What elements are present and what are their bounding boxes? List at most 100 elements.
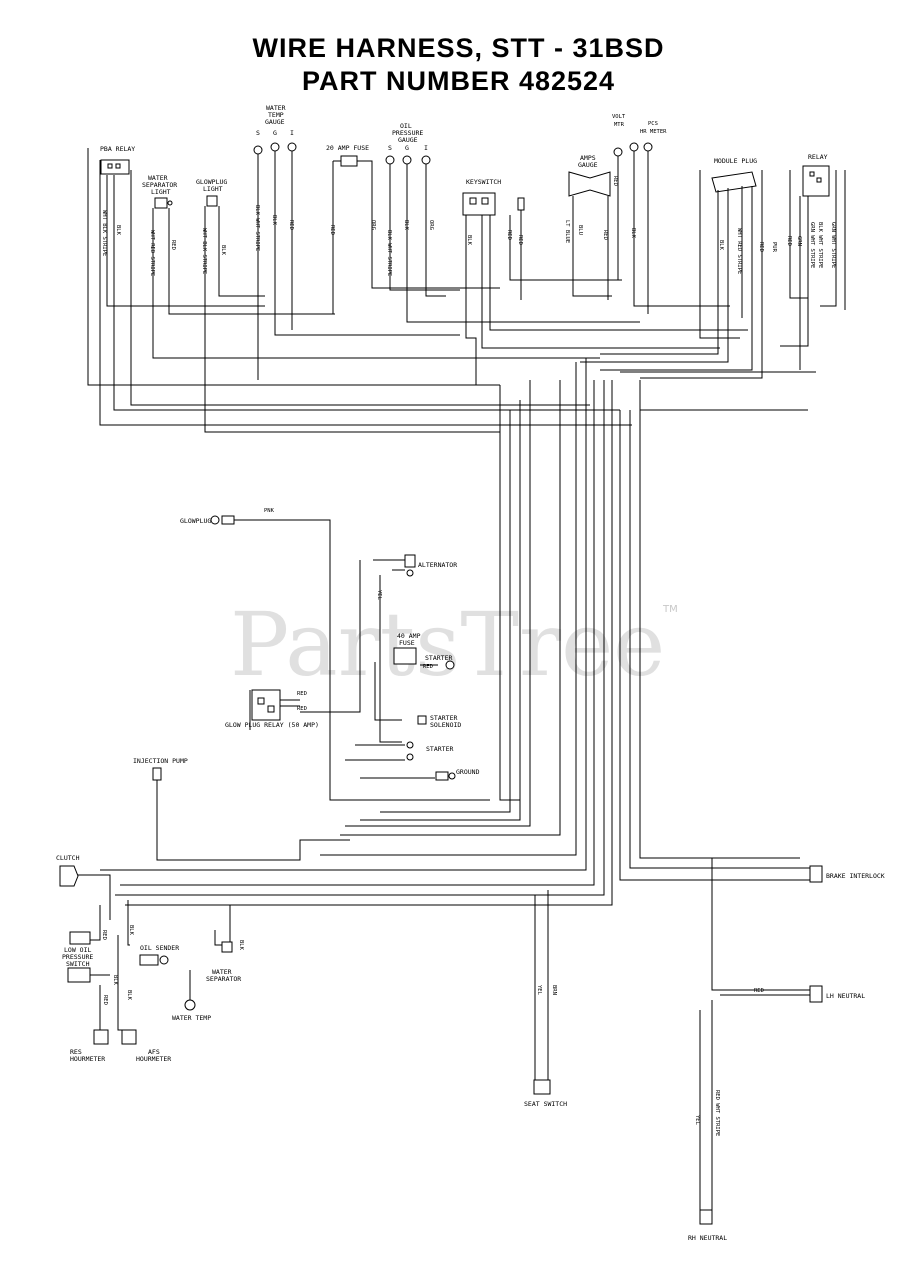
- svg-text:WHT BLK STRIPE: WHT BLK STRIPE: [201, 228, 207, 274]
- svg-text:LOW OIL: LOW OIL: [64, 946, 91, 954]
- svg-text:RED: RED: [423, 664, 433, 670]
- svg-text:ORG: ORG: [428, 220, 434, 230]
- svg-text:STARTER: STARTER: [425, 654, 452, 662]
- svg-text:AFS: AFS: [148, 1048, 160, 1056]
- svg-text:STARTER: STARTER: [430, 714, 457, 722]
- svg-text:RED: RED: [288, 220, 294, 230]
- svg-text:FUSE: FUSE: [399, 639, 415, 647]
- svg-text:WATER: WATER: [212, 968, 232, 976]
- glow-plug-relay: GLOW PLUG RELAY (50 AMP): [225, 689, 319, 729]
- keyswitch: KEYSWITCH: [462, 178, 525, 216]
- starter-terminal-top: STARTER: [425, 654, 455, 670]
- svg-text:HOURMETER: HOURMETER: [70, 1055, 105, 1063]
- relay: RELAY: [802, 153, 830, 197]
- glowplug-light: GLOWPLUG LIGHT: [196, 178, 227, 207]
- svg-text:GLOW PLUG RELAY (50 AMP): GLOW PLUG RELAY (50 AMP): [225, 721, 319, 729]
- amps-gauge: AMPS GAUGE: [568, 154, 611, 197]
- diagram-title-line1: WIRE HARNESS, STT - 31BSD: [252, 33, 665, 63]
- svg-text:BLK: BLK: [238, 940, 244, 951]
- svg-text:ALTERNATOR: ALTERNATOR: [418, 561, 457, 569]
- watermark-text: PartsTree: [230, 593, 665, 696]
- seat-switch: SEAT SWITCH: [524, 1079, 567, 1108]
- water-temp-gauge: WATER TEMP GAUGE S G I: [253, 104, 297, 155]
- svg-text:BLU: BLU: [577, 225, 583, 235]
- svg-text:RES: RES: [70, 1048, 82, 1056]
- svg-text:GRN WHT STRIPE: GRN WHT STRIPE: [809, 222, 815, 268]
- pcs-hr-meter: PCS HR METER: [629, 121, 667, 152]
- lh-neutral: LH NEUTRAL: [809, 985, 865, 1003]
- svg-text:BLK: BLK: [128, 925, 134, 936]
- wire-color-labels: PNK RED RED RED WHT BLK STRIPE BLK WHT R…: [101, 176, 836, 1136]
- svg-text:MTR: MTR: [614, 122, 625, 128]
- res-hourmeter: RES HOURMETER: [70, 1029, 109, 1063]
- ground: GROUND: [435, 768, 480, 781]
- svg-text:INJECTION PUMP: INJECTION PUMP: [133, 757, 188, 765]
- svg-text:BLK WHT STRIPE: BLK WHT STRIPE: [254, 205, 260, 251]
- afs-hourmeter: AFS HOURMETER: [121, 1029, 171, 1063]
- pba-relay: PBA RELAY: [100, 145, 135, 175]
- svg-text:YEL: YEL: [536, 985, 542, 996]
- svg-text:RED: RED: [506, 230, 512, 240]
- clutch: CLUTCH: [56, 854, 80, 887]
- svg-text:RED: RED: [102, 995, 108, 1005]
- svg-text:BLK: BLK: [115, 225, 121, 236]
- svg-text:RED: RED: [517, 235, 523, 245]
- low-oil-pressure-switch: LOW OIL PRESSURE SWITCH: [62, 931, 93, 968]
- svg-text:LIGHT: LIGHT: [203, 185, 223, 193]
- svg-text:RED: RED: [329, 225, 335, 235]
- svg-text:GAUGE: GAUGE: [578, 161, 598, 169]
- svg-text:RED: RED: [754, 988, 764, 994]
- svg-text:LH NEUTRAL: LH NEUTRAL: [826, 992, 865, 1000]
- svg-text:CLUTCH: CLUTCH: [56, 854, 80, 862]
- water-temp-sender: WATER TEMP: [172, 999, 211, 1022]
- svg-text:YEL: YEL: [694, 1115, 700, 1126]
- svg-text:PRESSURE: PRESSURE: [62, 953, 93, 961]
- starter-solenoid: STARTER SOLENOID: [417, 714, 461, 729]
- svg-text:RED: RED: [297, 706, 307, 712]
- svg-text:BLK: BLK: [630, 228, 636, 239]
- svg-text:AMPS: AMPS: [580, 154, 596, 162]
- svg-text:GLOWPLUG: GLOWPLUG: [196, 178, 227, 186]
- svg-text:VOLT: VOLT: [612, 114, 626, 120]
- svg-text:PNK: PNK: [264, 508, 275, 514]
- svg-text:G: G: [273, 129, 277, 137]
- svg-text:RH NEUTRAL: RH NEUTRAL: [688, 1234, 727, 1242]
- svg-text:RED: RED: [297, 691, 307, 697]
- svg-text:WATER: WATER: [266, 104, 286, 112]
- svg-text:WATER TEMP: WATER TEMP: [172, 1014, 211, 1022]
- svg-text:40 AMP: 40 AMP: [397, 632, 421, 640]
- starter: STARTER: [406, 741, 453, 761]
- fuse-40-amp: 40 AMP FUSE: [393, 632, 421, 665]
- svg-text:TEMP: TEMP: [268, 111, 284, 119]
- svg-text:BLK: BLK: [403, 220, 409, 231]
- svg-text:GLOWPLUG: GLOWPLUG: [180, 517, 211, 525]
- module-plug: MODULE PLUG: [711, 157, 757, 193]
- svg-text:KEYSWITCH: KEYSWITCH: [466, 178, 501, 186]
- svg-text:SWITCH: SWITCH: [66, 960, 90, 968]
- svg-text:RED: RED: [101, 930, 107, 940]
- svg-text:S: S: [388, 144, 392, 152]
- svg-text:BLK WHT STRIPE: BLK WHT STRIPE: [386, 230, 392, 276]
- svg-text:WHT BLK STRIPE: WHT BLK STRIPE: [101, 210, 107, 256]
- svg-text:20 AMP FUSE: 20 AMP FUSE: [326, 144, 369, 152]
- svg-text:RED: RED: [602, 230, 608, 240]
- svg-text:LIGHT: LIGHT: [151, 188, 171, 196]
- svg-text:SEAT SWITCH: SEAT SWITCH: [524, 1100, 567, 1108]
- fuse-20-amp: 20 AMP FUSE: [326, 144, 369, 167]
- svg-text:BLK: BLK: [220, 245, 226, 256]
- injection-pump: INJECTION PUMP: [133, 757, 188, 781]
- svg-text:S: S: [256, 129, 260, 137]
- svg-text:BRN: BRN: [551, 985, 557, 995]
- alternator: ALTERNATOR: [404, 554, 457, 577]
- svg-text:I: I: [290, 129, 294, 137]
- svg-text:RED: RED: [170, 240, 176, 250]
- oil-sender: OIL SENDER: [139, 944, 179, 966]
- volt-meter: VOLT MTR: [612, 114, 626, 157]
- svg-text:RED WHT STRIPE: RED WHT STRIPE: [714, 1090, 720, 1136]
- svg-text:GAUGE: GAUGE: [398, 136, 418, 144]
- svg-text:SEPARATOR: SEPARATOR: [206, 975, 241, 983]
- svg-text:GAUGE: GAUGE: [265, 118, 285, 126]
- watermark-tm: TM: [662, 604, 678, 615]
- svg-text:RED: RED: [758, 242, 764, 252]
